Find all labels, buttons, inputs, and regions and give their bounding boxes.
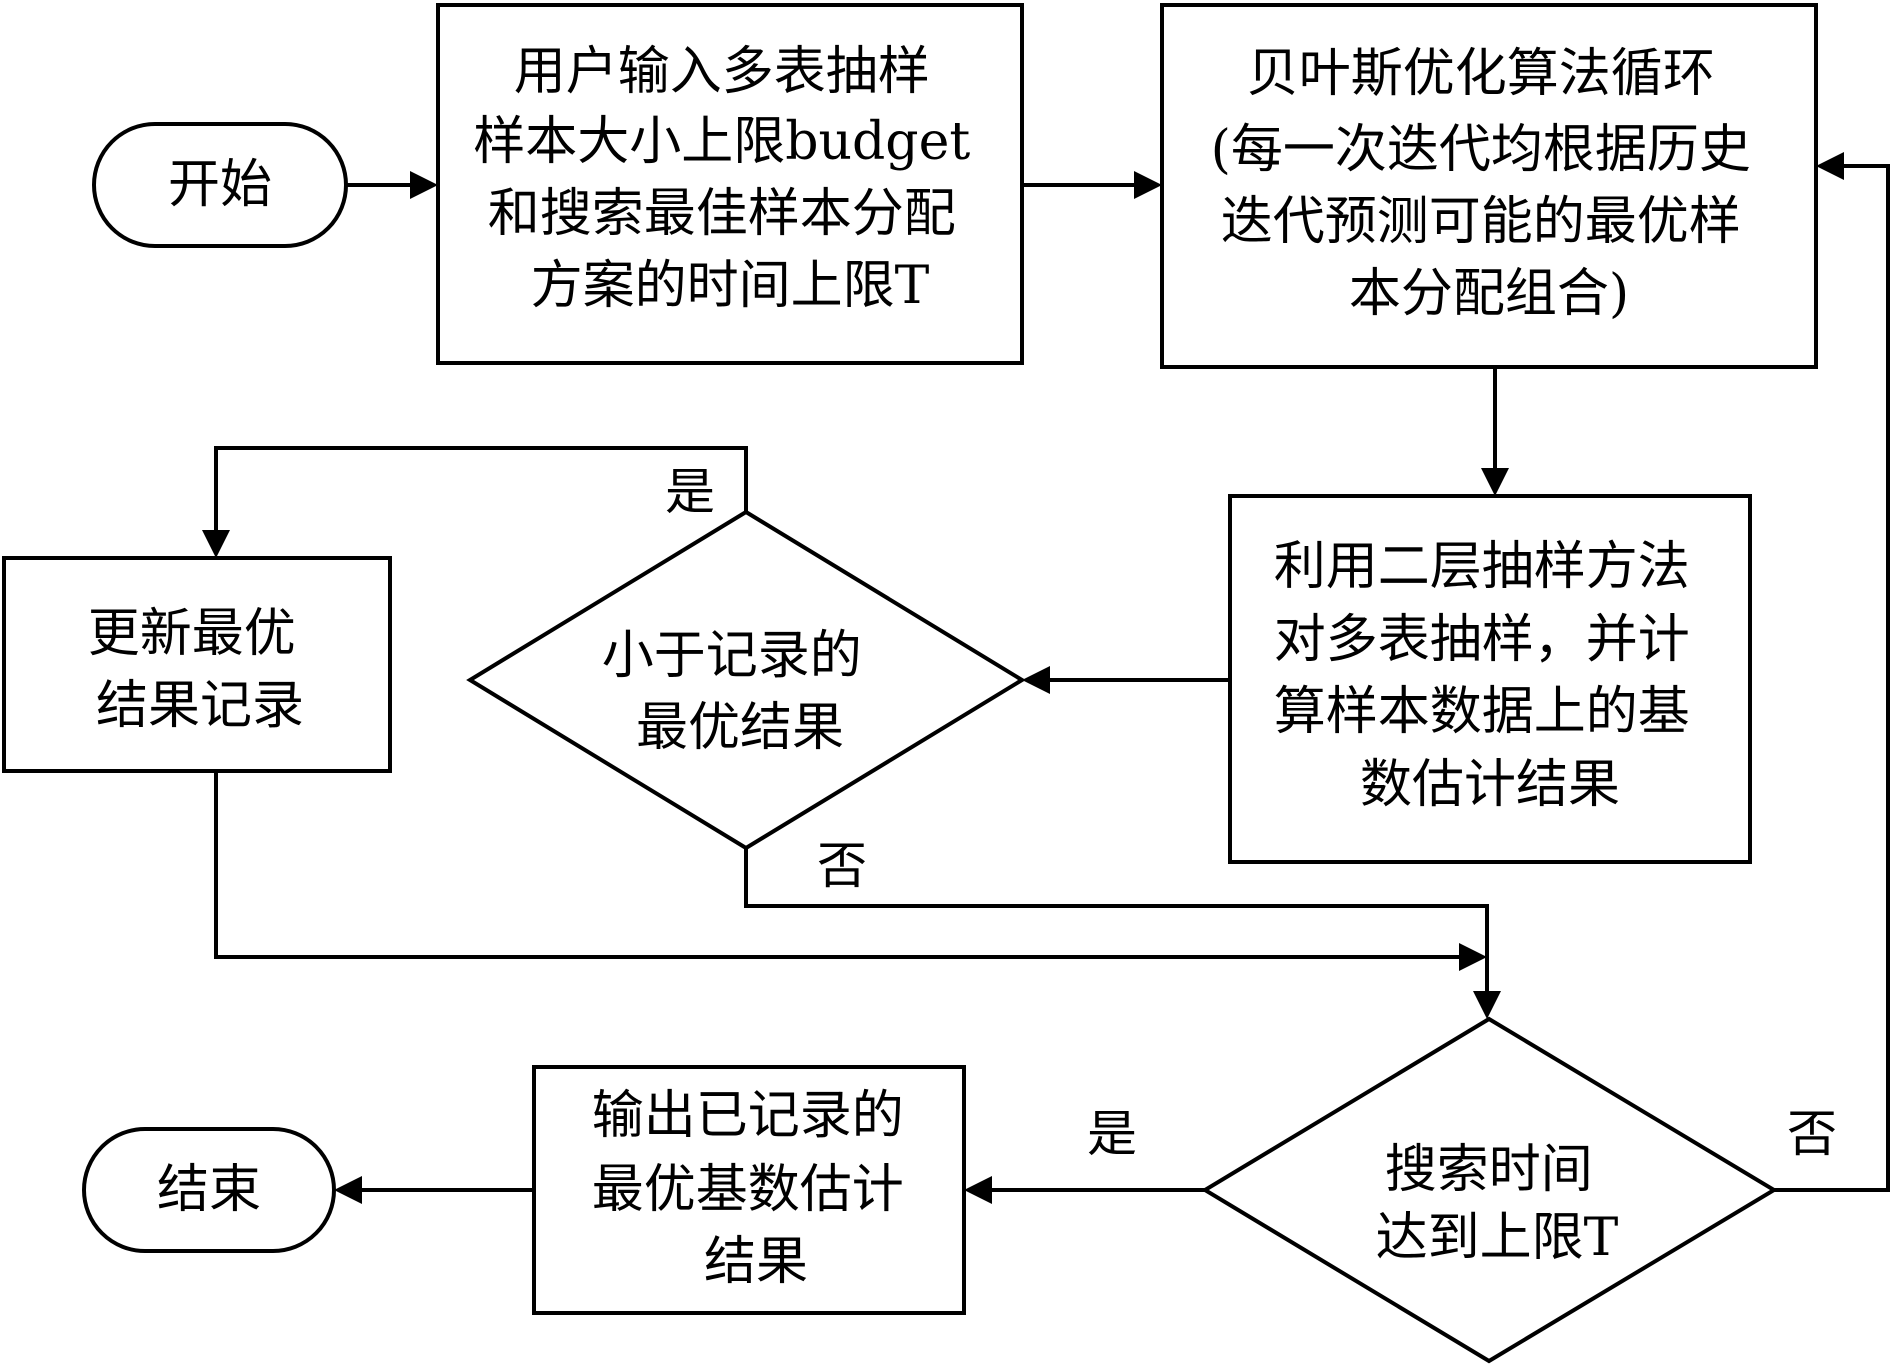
arrowhead-sampling xyxy=(1481,468,1509,496)
edge-time-no-to-bayes xyxy=(1774,164,1890,1192)
update-line-2: 结果记录 xyxy=(96,676,304,736)
bayes-line-1: 贝叶斯优化算法循环 xyxy=(1247,44,1715,104)
output-line-2: 最优基数估计 xyxy=(592,1160,904,1220)
bayes-line-3: 迭代预测可能的最优样 xyxy=(1221,192,1741,252)
arrowhead-time xyxy=(1473,991,1501,1019)
time-no-label: 否 xyxy=(1787,1105,1837,1163)
input-line-3: 和搜索最佳样本分配 xyxy=(488,184,956,244)
output-box xyxy=(532,1065,966,1315)
svg-text:开始: 开始 xyxy=(168,155,272,215)
input-process: 用户输入多表抽样 样本大小上限budget 和搜索最佳样本分配 方案的时间上限T xyxy=(436,3,1024,365)
svg-text:结束: 结束 xyxy=(157,1160,261,1220)
start-terminator: 开始 xyxy=(92,122,348,248)
input-line-4: 方案的时间上限T xyxy=(531,256,930,316)
time-limit-decision: 搜索时间 达到上限T xyxy=(1201,1016,1778,1364)
less-than-best-diamond xyxy=(466,509,1026,851)
svg-text:贝叶斯优化算法循环 (每一次迭代均根据历史: 贝叶斯优化算法循环 (每一次迭代均根据历史 迭代预测可能的最优样 本分配组合) xyxy=(1211,44,1768,324)
connectors xyxy=(202,152,1890,1204)
time-yes-label: 是 xyxy=(1087,1105,1137,1163)
bayes-line-2: (每一次迭代均根据历史 xyxy=(1211,120,1751,180)
edge-less-yes-to-update xyxy=(214,446,748,538)
less-line-1: 小于记录的 xyxy=(602,626,862,686)
bayes-loop-process: 贝叶斯优化算法循环 (每一次迭代均根据历史 迭代预测可能的最优样 本分配组合) xyxy=(1160,3,1818,369)
input-line-2: 样本大小上限budget xyxy=(473,112,970,172)
end-terminator: 结束 xyxy=(82,1127,336,1253)
arrowhead-merge xyxy=(1459,943,1487,971)
sampling-line-4: 数估计结果 xyxy=(1360,755,1620,815)
output-line-1: 输出已记录的 xyxy=(592,1086,904,1146)
time-limit-diamond xyxy=(1201,1016,1778,1364)
less-yes-label: 是 xyxy=(665,463,715,521)
svg-text:利用二层抽样方法 对多表抽样，并计: 利用二层抽样方法 对多表抽样，并计 算样本数据上的基 数估计结果 xyxy=(1274,537,1707,815)
svg-text:用户输入多表抽样 样本大小上限budget: 用户输入多表抽样 样本大小上限budget 和搜索最佳样本分配 方案的时间上限T xyxy=(473,42,987,316)
sampling-line-3: 算样本数据上的基 xyxy=(1274,682,1690,742)
end-shape xyxy=(82,1127,336,1253)
time-line-2: 达到上限T xyxy=(1376,1208,1619,1268)
time-line-1: 搜索时间 xyxy=(1385,1140,1593,1200)
arrowhead-less xyxy=(1022,666,1050,694)
update-best-box xyxy=(2,556,392,773)
arrowhead-output xyxy=(964,1176,992,1204)
sampling-line-2: 对多表抽样，并计 xyxy=(1274,610,1690,670)
svg-text:输出已记录的 最优基数估计 结果: 输出已记录的 最优基数估计 结果 xyxy=(592,1086,921,1292)
start-shape xyxy=(92,122,348,248)
update-line-1: 更新最优 xyxy=(88,604,296,664)
bayes-line-4: 本分配组合) xyxy=(1349,264,1629,324)
input-box xyxy=(436,3,1024,365)
update-best-process: 更新最优 结果记录 xyxy=(2,556,392,773)
start-label: 开始 xyxy=(168,155,272,215)
less-line-2: 最优结果 xyxy=(636,698,844,758)
arrowhead-end xyxy=(334,1176,362,1204)
less-no-label: 否 xyxy=(817,837,867,895)
svg-text:更新最优 结果记录: 更新最优 结果记录 xyxy=(88,604,313,736)
edge-update-to-time xyxy=(214,771,1467,959)
arrowhead-input xyxy=(410,171,438,199)
edge-less-no-to-time xyxy=(744,848,1489,999)
arrowhead-bayes-right xyxy=(1816,152,1844,180)
two-layer-sampling-box xyxy=(1228,494,1752,864)
end-label: 结束 xyxy=(157,1160,261,1220)
sampling-line-1: 利用二层抽样方法 xyxy=(1274,537,1690,597)
two-layer-sampling-process: 利用二层抽样方法 对多表抽样，并计 算样本数据上的基 数估计结果 xyxy=(1228,494,1752,864)
arrowhead-update xyxy=(202,530,230,558)
output-line-3: 结果 xyxy=(704,1232,808,1292)
output-process: 输出已记录的 最优基数估计 结果 xyxy=(532,1065,966,1315)
svg-text:搜索时间 达到上限T: 搜索时间 达到上限T xyxy=(1376,1140,1619,1268)
input-line-1: 用户输入多表抽样 xyxy=(514,42,930,102)
bayes-loop-box xyxy=(1160,3,1818,369)
arrowhead-bayes-left xyxy=(1134,171,1162,199)
svg-text:小于记录的 最优结果: 小于记录的 最优结果 xyxy=(602,626,879,758)
less-than-best-decision: 小于记录的 最优结果 xyxy=(466,509,1026,851)
